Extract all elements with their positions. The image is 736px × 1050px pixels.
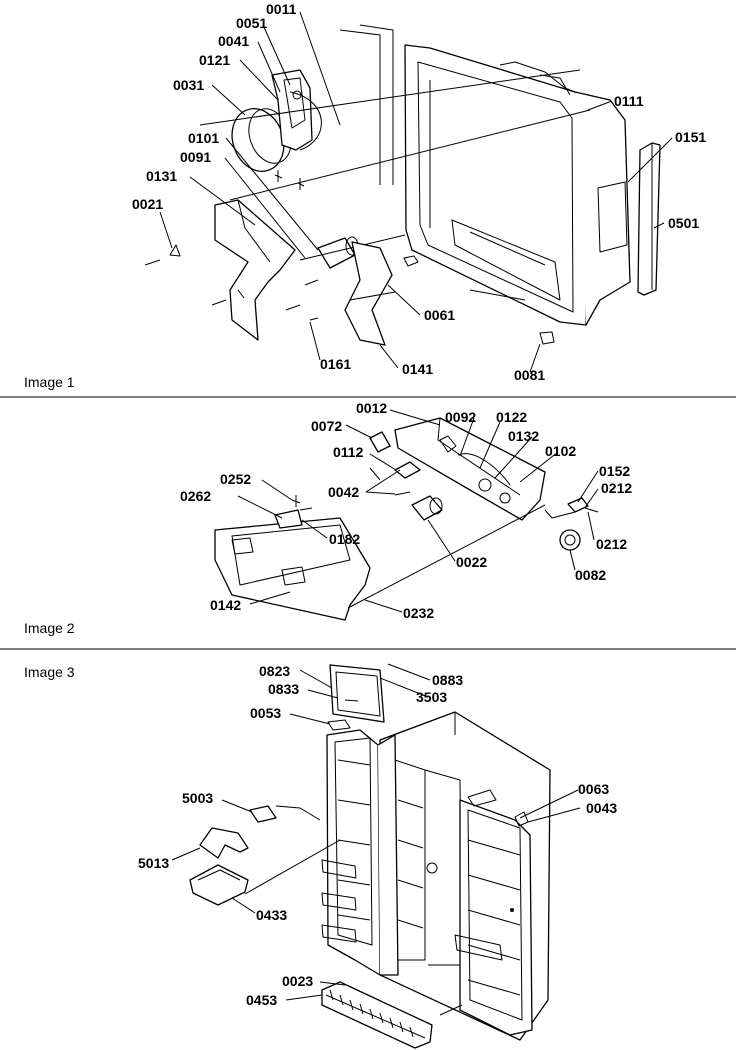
part-label: 0142 bbox=[210, 597, 241, 613]
part-label: 0112 bbox=[333, 444, 364, 460]
part-label: 0883 bbox=[432, 672, 463, 688]
part-label: 5003 bbox=[182, 790, 213, 806]
image-2-drawing bbox=[214, 409, 599, 621]
part-label: 0453 bbox=[246, 992, 277, 1008]
part-label: 0141 bbox=[402, 361, 433, 377]
part-label: 0252 bbox=[220, 471, 251, 487]
part-label: 0023 bbox=[282, 973, 313, 989]
part-label: 0092 bbox=[445, 409, 476, 425]
part-label: 0061 bbox=[424, 307, 455, 323]
part-label: 0152 bbox=[599, 463, 630, 479]
part-label: 0051 bbox=[236, 15, 267, 31]
part-label: 0111 bbox=[614, 93, 644, 109]
part-label: 0212 bbox=[601, 480, 632, 496]
part-label: 0182 bbox=[329, 531, 360, 547]
part-label: 0833 bbox=[268, 681, 299, 697]
part-label: 0102 bbox=[545, 443, 576, 459]
part-label: 0131 bbox=[146, 168, 177, 184]
part-label: 0042 bbox=[328, 484, 359, 500]
part-label: 0043 bbox=[586, 800, 617, 816]
panel-title: Image 3 bbox=[24, 664, 75, 680]
part-label: 0082 bbox=[575, 567, 606, 583]
part-label: 0072 bbox=[311, 418, 342, 434]
part-label: 0101 bbox=[188, 130, 219, 146]
part-label: 0041 bbox=[218, 33, 249, 49]
part-label: 0823 bbox=[259, 663, 290, 679]
part-label: 0053 bbox=[250, 705, 281, 721]
image-1-drawing bbox=[144, 11, 673, 373]
part-label: 0012 bbox=[356, 400, 387, 416]
part-label: 0212 bbox=[596, 536, 627, 552]
part-label: 0081 bbox=[514, 367, 545, 383]
part-label: 0011 bbox=[266, 1, 297, 17]
panel-title: Image 2 bbox=[24, 620, 75, 636]
part-label: 5013 bbox=[138, 855, 169, 871]
part-label: 0262 bbox=[180, 488, 211, 504]
panel-title: Image 1 bbox=[24, 374, 75, 390]
part-label: 0132 bbox=[508, 428, 539, 444]
part-label: 0433 bbox=[256, 907, 287, 923]
part-label: 0121 bbox=[199, 52, 230, 68]
part-label: 0031 bbox=[173, 77, 204, 93]
part-label: 0022 bbox=[456, 554, 487, 570]
part-label: 0063 bbox=[578, 781, 609, 797]
image-3-drawing bbox=[171, 663, 581, 1049]
part-label: 0122 bbox=[496, 409, 527, 425]
part-label: 0232 bbox=[403, 605, 434, 621]
part-label: 0021 bbox=[132, 196, 163, 212]
part-label: 0091 bbox=[180, 149, 211, 165]
part-label: 3503 bbox=[416, 689, 447, 705]
part-label: 0151 bbox=[675, 129, 706, 145]
part-label: 0161 bbox=[320, 356, 351, 372]
part-label: 0501 bbox=[668, 215, 699, 231]
